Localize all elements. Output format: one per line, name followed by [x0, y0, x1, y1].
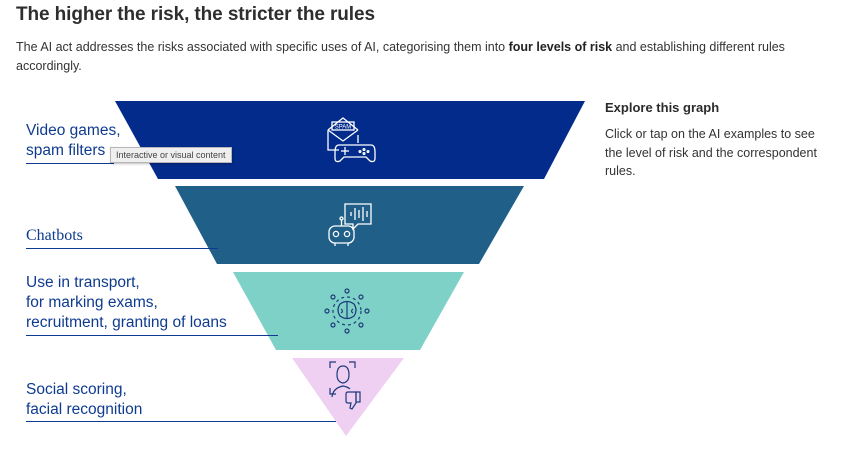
example-underline [26, 421, 336, 422]
example-line: Social scoring, [26, 381, 127, 398]
tier-limited-risk[interactable] [175, 186, 524, 264]
intro-bold: four levels of risk [508, 40, 613, 54]
example-underline [26, 248, 218, 249]
example-video-games-spam-filters[interactable]: Video games, spam filters [26, 121, 121, 161]
robot-speech-bubble-icon [328, 203, 372, 246]
example-social-scoring-facial-recognition[interactable]: Social scoring, facial recognition [26, 380, 142, 420]
tooltip: Interactive or visual content [110, 147, 232, 163]
example-line: recruitment, granting of loans [26, 314, 227, 331]
intro-paragraph: The AI act addresses the risks associate… [16, 38, 806, 76]
intro-text: The AI act addresses the risks associate… [16, 40, 509, 54]
example-line: for marking exams, [26, 294, 158, 311]
face-scan-thumbs-down-icon [329, 361, 361, 410]
example-underline [26, 335, 278, 336]
explore-text: Click or tap on the AI examples to see t… [605, 127, 817, 178]
explore-panel: Explore this graph Click or tap on the A… [605, 100, 820, 181]
page-title: The higher the risk, the stricter the ru… [16, 4, 375, 25]
example-underline [26, 163, 114, 164]
spam-envelope-gamepad-icon: SPAM [327, 117, 376, 163]
tier-high-risk[interactable] [233, 272, 464, 350]
example-line: spam filters [26, 142, 106, 159]
example-line: Video games, [26, 122, 121, 139]
tier-unacceptable-risk[interactable] [292, 358, 404, 436]
example-line: Chatbots [26, 227, 83, 244]
intro-text-end: and establishing different rules accordi… [16, 40, 785, 73]
tier-minimal-risk[interactable] [115, 101, 585, 179]
example-transport-exams-recruitment-loans[interactable]: Use in transport, for marking exams, rec… [26, 273, 227, 333]
example-line: facial recognition [26, 401, 143, 418]
example-chatbots[interactable]: Chatbots [26, 226, 83, 246]
svg-text:SPAM: SPAM [335, 125, 352, 131]
example-line: Use in transport, [26, 274, 140, 291]
explore-title: Explore this graph [605, 100, 720, 115]
brain-network-icon [324, 288, 370, 334]
